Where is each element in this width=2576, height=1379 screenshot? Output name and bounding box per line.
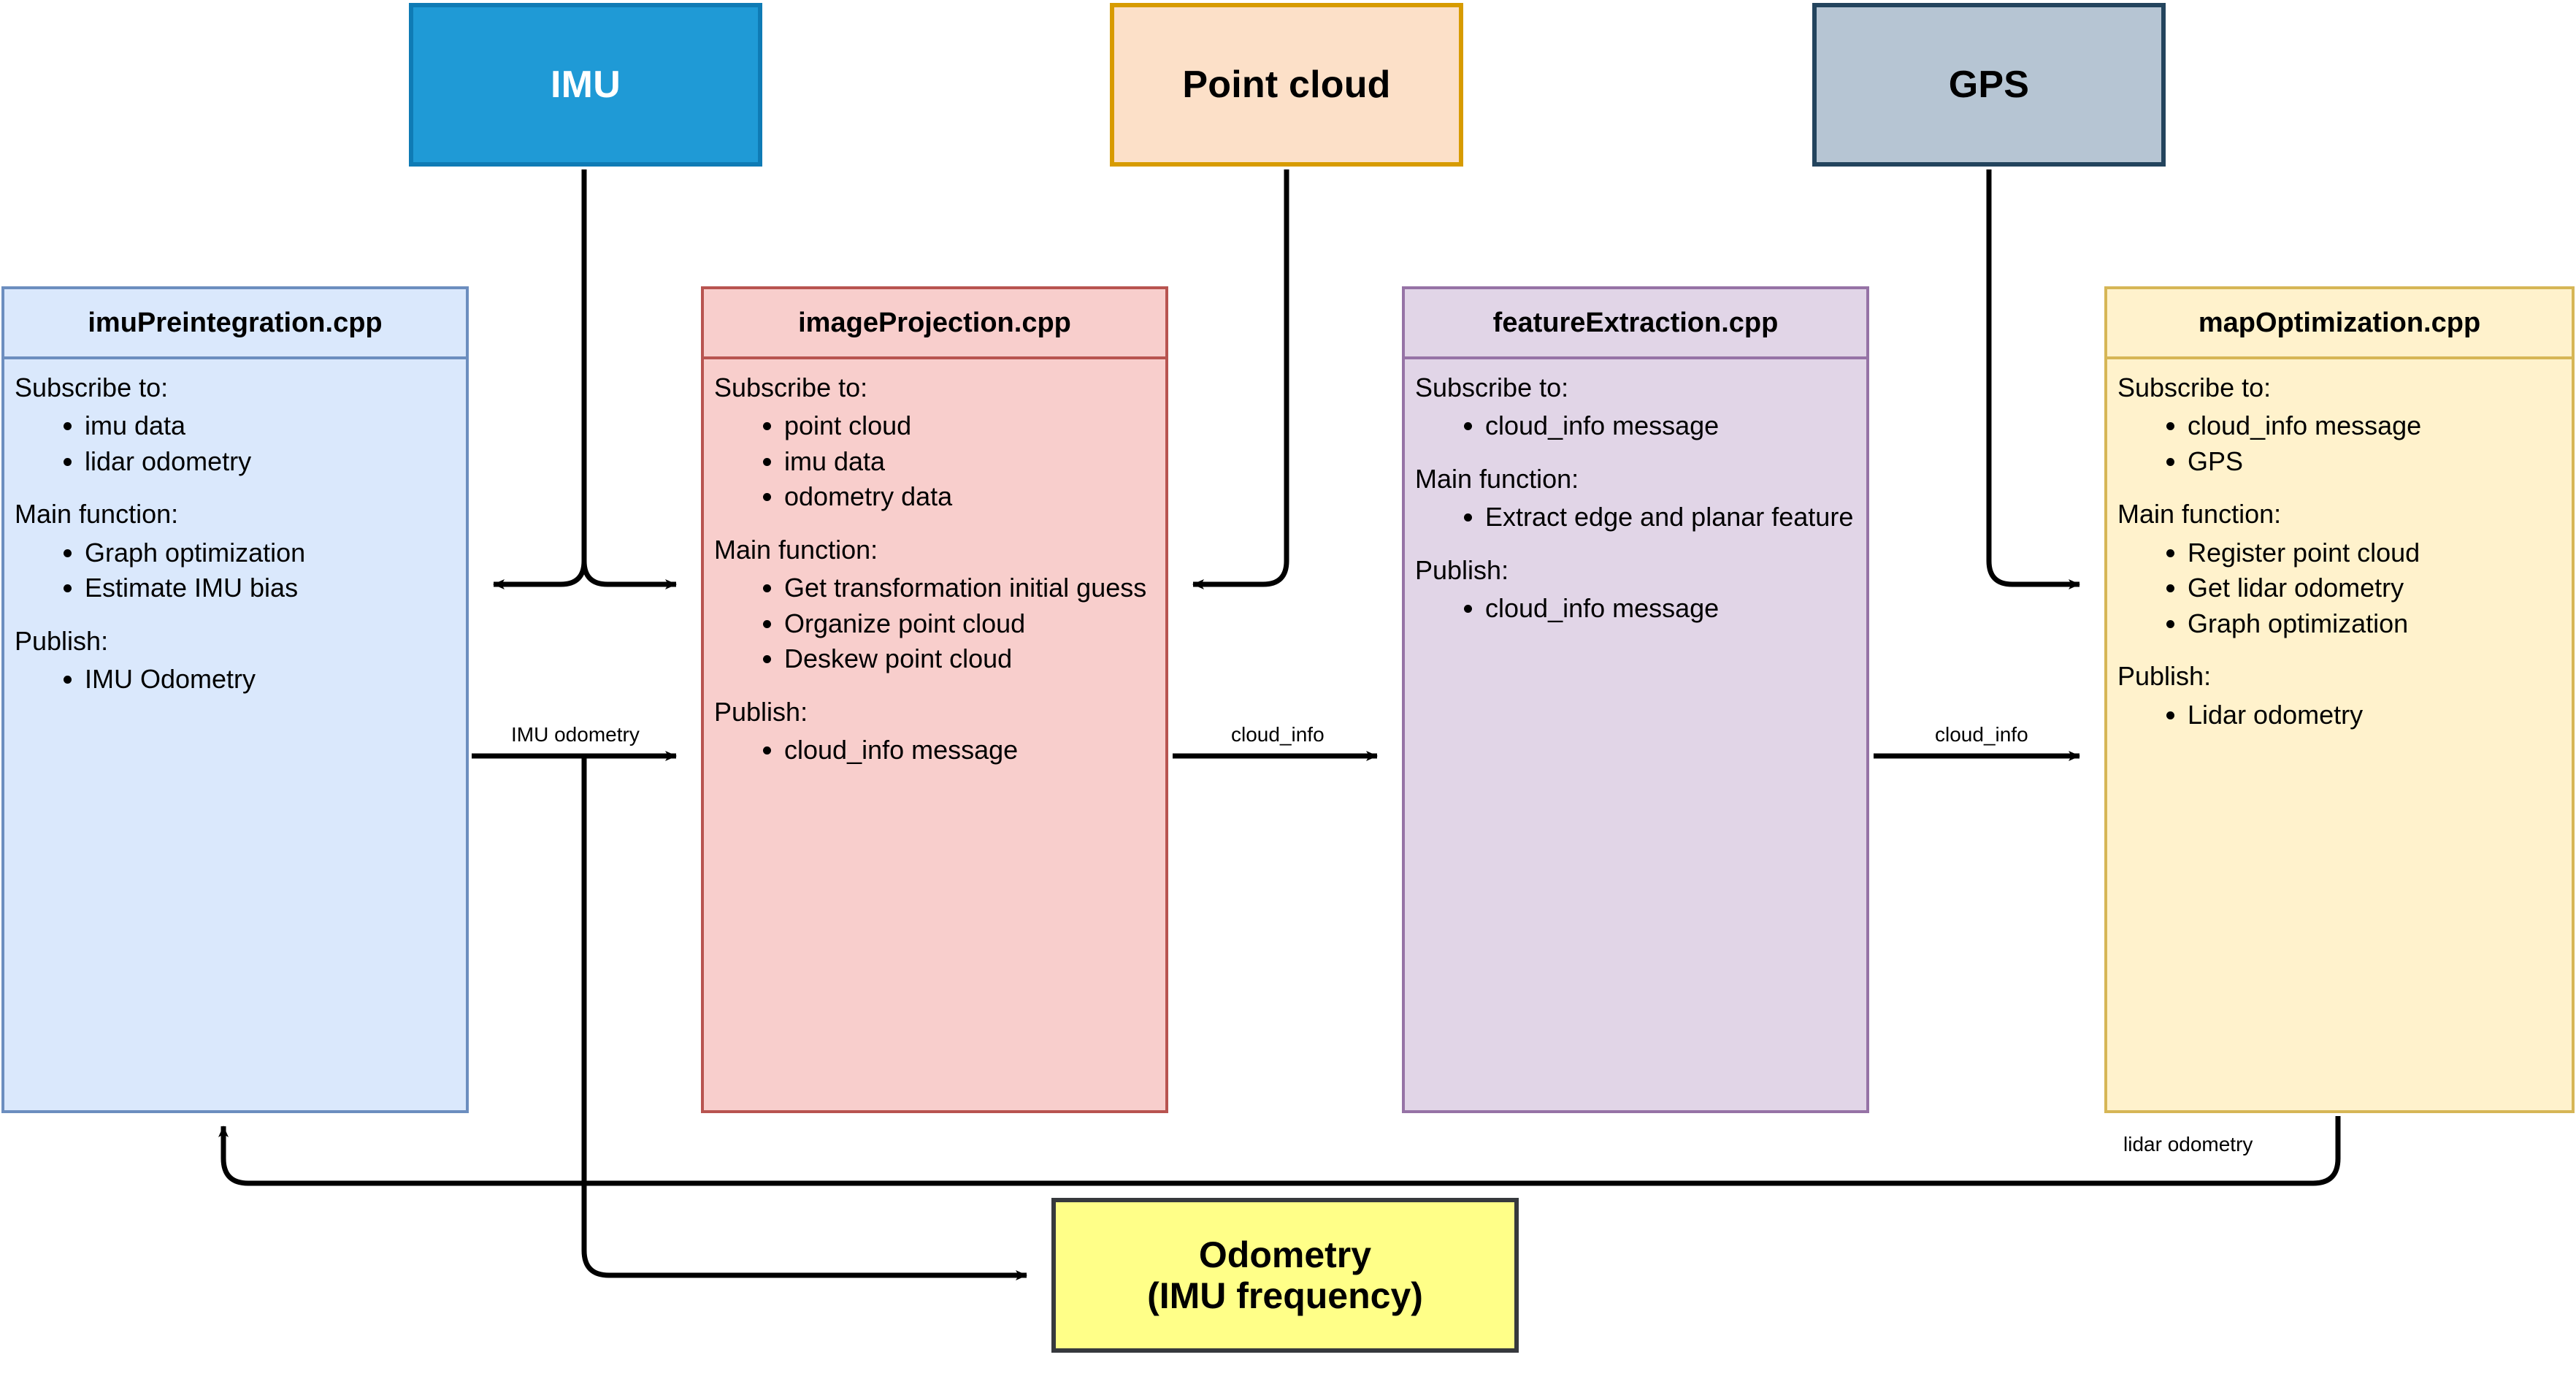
edge-label-imu-odometry: IMU odometry xyxy=(511,723,640,746)
main-label: Main function: xyxy=(2117,499,2282,530)
subscribe-label: Subscribe to: xyxy=(1415,373,1569,402)
edge-label-cloud-info-1: cloud_info xyxy=(1231,723,1325,746)
source-box-imu[interactable]: IMU xyxy=(409,3,762,167)
list-item: cloud_info message xyxy=(784,735,1165,765)
list-item: odometry data xyxy=(784,481,1165,512)
edge-lidarodometry-to-imupreintegration xyxy=(218,1116,2341,1186)
publish-list: cloud_info message xyxy=(704,735,1165,765)
list-item: cloud_info message xyxy=(2188,410,2572,441)
publish-label: Publish: xyxy=(1415,554,1509,585)
main-list: Graph optimization Estimate IMU bias xyxy=(4,538,466,604)
node-image-projection[interactable]: imageProjection.cpp Subscribe to: point … xyxy=(701,286,1168,1113)
main-label: Main function: xyxy=(714,534,878,565)
edge-imu-to-imupreintegration xyxy=(493,560,587,589)
subscribe-label: Subscribe to: xyxy=(714,373,868,402)
list-item: cloud_info message xyxy=(1485,593,1866,624)
output-label-line1: Odometry xyxy=(1198,1234,1372,1275)
subscribe-list: point cloud imu data odometry data xyxy=(704,410,1165,512)
source-label-imu: IMU xyxy=(551,64,621,106)
subscribe-label: Subscribe to: xyxy=(15,373,169,402)
node-title-feature-extraction: featureExtraction.cpp xyxy=(1405,289,1866,359)
edge-label-lidar-odometry: lidar odometry xyxy=(2123,1133,2253,1155)
node-body-imu-preintegration: Subscribe to: imu data lidar odometry Ma… xyxy=(4,359,466,695)
list-item: Lidar odometry xyxy=(2188,700,2572,730)
source-box-point-cloud[interactable]: Point cloud xyxy=(1110,3,1463,167)
main-list: Register point cloud Get lidar odometry … xyxy=(2107,538,2572,639)
node-title-imu-preintegration: imuPreintegration.cpp xyxy=(4,289,466,359)
publish-list: cloud_info message xyxy=(1405,593,1866,624)
node-title-map-optimization: mapOptimization.cpp xyxy=(2107,289,2572,359)
edge-pointcloud-to-imageprojection xyxy=(1192,169,1289,589)
list-item: GPS xyxy=(2188,446,2572,477)
publish-label: Publish: xyxy=(15,625,109,656)
list-item: lidar odometry xyxy=(85,446,466,477)
list-item: Organize point cloud xyxy=(784,608,1165,639)
list-item: Deskew point cloud xyxy=(784,643,1165,674)
publish-list: Lidar odometry xyxy=(2107,700,2572,730)
list-item: Graph optimization xyxy=(85,538,466,568)
main-list: Extract edge and planar feature xyxy=(1405,502,1866,532)
list-item: point cloud xyxy=(784,410,1165,441)
node-map-optimization[interactable]: mapOptimization.cpp Subscribe to: cloud_… xyxy=(2104,286,2575,1113)
list-item: Extract edge and planar feature xyxy=(1485,502,1866,532)
list-item: cloud_info message xyxy=(1485,410,1866,441)
list-item: imu data xyxy=(784,446,1165,477)
node-body-map-optimization: Subscribe to: cloud_info message GPS Mai… xyxy=(2107,359,2572,730)
edge-label-cloud-info-2: cloud_info xyxy=(1935,723,2028,746)
main-label: Main function: xyxy=(1415,463,1579,494)
source-label-point-cloud: Point cloud xyxy=(1182,64,1391,106)
node-feature-extraction[interactable]: featureExtraction.cpp Subscribe to: clou… xyxy=(1402,286,1869,1113)
subscribe-label: Subscribe to: xyxy=(2117,373,2272,402)
node-body-image-projection: Subscribe to: point cloud imu data odome… xyxy=(704,359,1165,766)
publish-list: IMU Odometry xyxy=(4,664,466,695)
subscribe-list: cloud_info message GPS xyxy=(2107,410,2572,477)
list-item: Estimate IMU bias xyxy=(85,573,466,603)
node-body-feature-extraction: Subscribe to: cloud_info message Main fu… xyxy=(1405,359,1866,624)
list-item: IMU Odometry xyxy=(85,664,466,695)
list-item: Get lidar odometry xyxy=(2188,573,2572,603)
node-imu-preintegration[interactable]: imuPreintegration.cpp Subscribe to: imu … xyxy=(1,286,469,1113)
edge-imu-to-imageprojection xyxy=(581,560,677,589)
edge-gps-to-mapoptimization xyxy=(1986,169,2080,589)
output-label-line2: (IMU frequency) xyxy=(1147,1275,1423,1316)
source-box-gps[interactable]: GPS xyxy=(1812,3,2166,167)
list-item: Graph optimization xyxy=(2188,608,2572,639)
subscribe-list: imu data lidar odometry xyxy=(4,410,466,477)
publish-label: Publish: xyxy=(714,696,808,727)
main-list: Get transformation initial guess Organiz… xyxy=(704,573,1165,674)
list-item: Get transformation initial guess xyxy=(784,573,1165,603)
list-item: imu data xyxy=(85,410,466,441)
node-title-image-projection: imageProjection.cpp xyxy=(704,289,1165,359)
main-label: Main function: xyxy=(15,499,179,530)
output-box-odometry[interactable]: Odometry (IMU frequency) xyxy=(1051,1198,1519,1353)
subscribe-list: cloud_info message xyxy=(1405,410,1866,441)
source-label-gps: GPS xyxy=(1948,64,2030,106)
publish-label: Publish: xyxy=(2117,661,2212,692)
list-item: Register point cloud xyxy=(2188,538,2572,568)
